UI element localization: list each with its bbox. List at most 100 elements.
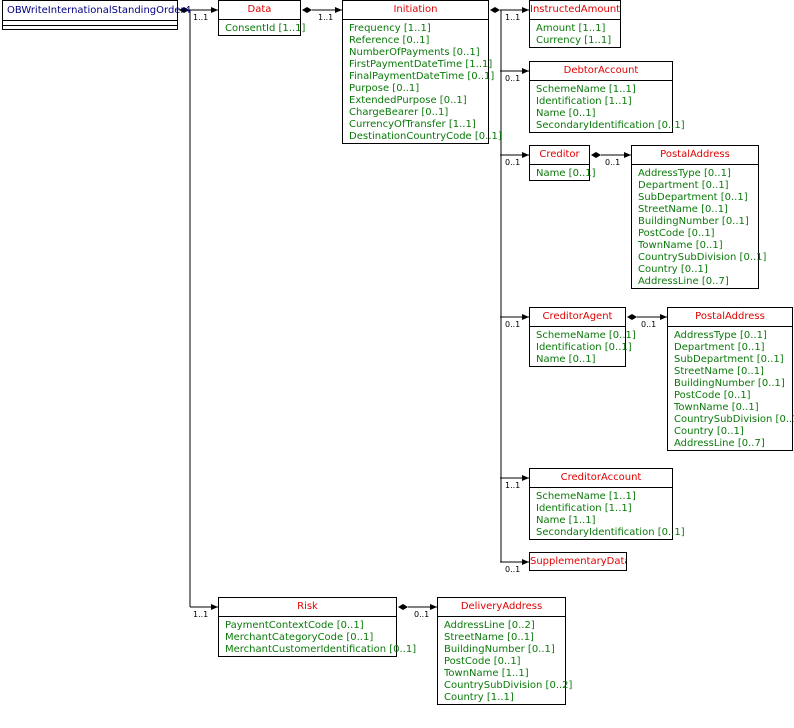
attribute-row: StreetName [0..1] — [444, 632, 534, 643]
initiation-class-title: Initiation — [343, 1, 488, 20]
attribute-row: ChargeBearer [0..1] — [349, 107, 449, 118]
attribute-row: SchemeName [1..1] — [536, 84, 636, 95]
attribute-row: SubDepartment [0..1] — [674, 354, 784, 365]
multiplicity-label: 1..1 — [318, 13, 334, 22]
arrow-head — [430, 604, 437, 610]
arrow-head — [522, 68, 529, 74]
root-attribute-divider — [3, 21, 177, 26]
attribute-row: ExtendedPurpose [0..1] — [349, 95, 467, 106]
risk-class-title: Risk — [219, 598, 396, 617]
multiplicity-label: 1..1 — [193, 13, 209, 22]
arrow-head — [211, 604, 218, 610]
data-class-title: Data — [219, 1, 300, 20]
multiplicity-label: 0..1 — [641, 320, 657, 329]
agent-postal-class-title: PostalAddress — [668, 308, 792, 327]
supplementary-class-box[interactable]: SupplementaryData — [529, 552, 627, 571]
attribute-row: AddressLine [0..2] — [444, 620, 535, 631]
arrow-head — [522, 7, 529, 13]
attribute-row: SchemeName [1..1] — [536, 491, 636, 502]
attribute-row: AddressLine [0..7] — [638, 276, 729, 287]
attribute-row: CurrencyOfTransfer [1..1] — [349, 119, 476, 130]
attribute-row: SubDepartment [0..1] — [638, 192, 748, 203]
attribute-row: Name [0..1] — [536, 354, 596, 365]
multiplicity-label: 0..1 — [505, 74, 521, 83]
attribute-row: BuildingNumber [0..1] — [674, 378, 785, 389]
arrow-head — [335, 7, 342, 13]
arrow-head — [211, 7, 218, 13]
attribute-row: Name [1..1] — [536, 515, 596, 526]
attribute-row: PaymentContextCode [0..1] — [225, 620, 364, 631]
attribute-row: TownName [1..1] — [444, 668, 529, 679]
multiplicity-label: 0..1 — [505, 565, 521, 574]
attribute-row: Country [1..1] — [444, 692, 514, 703]
composition-diamond — [179, 7, 189, 13]
attribute-row: BuildingNumber [0..1] — [444, 644, 555, 655]
multiplicity-label: 1..1 — [193, 610, 209, 619]
attribute-row: CountrySubDivision [0..2] — [444, 680, 573, 691]
attribute-row: AddressLine [0..7] — [674, 438, 765, 449]
attribute-row: FinalPaymentDateTime [0..1] — [349, 71, 495, 82]
attribute-row: Amount [1..1] — [536, 23, 606, 34]
attribute-row: Name [0..1] — [536, 168, 596, 179]
attribute-row: Identification [0..1] — [536, 342, 632, 353]
attribute-row: Department [0..1] — [674, 342, 765, 353]
attribute-row: CountrySubDivision [0..1] — [674, 414, 794, 425]
attribute-row: SecondaryIdentification [0..1] — [536, 120, 685, 131]
attribute-row: Frequency [1..1] — [349, 23, 431, 34]
instructed-amount-class-title: InstructedAmount — [530, 1, 620, 20]
attribute-row: Identification [1..1] — [536, 503, 632, 514]
arrow-head — [660, 314, 667, 320]
attribute-row: MerchantCustomerIdentification [0..1] — [225, 644, 417, 655]
root-class-name: OBWriteInternationalStandingOrder4 — [3, 1, 191, 21]
attribute-row: MerchantCategoryCode [0..1] — [225, 632, 374, 643]
composition-diamond — [398, 604, 408, 610]
attribute-row: Identification [1..1] — [536, 96, 632, 107]
attribute-row: PostCode [0..1] — [638, 228, 715, 239]
attribute-row: BuildingNumber [0..1] — [638, 216, 749, 227]
creditor-agent-class-title: CreditorAgent — [530, 308, 625, 327]
attribute-row: StreetName [0..1] — [674, 366, 764, 377]
attribute-row: PostCode [0..1] — [444, 656, 521, 667]
attribute-row: TownName [0..1] — [638, 240, 723, 251]
attribute-row: PostCode [0..1] — [674, 390, 751, 401]
multiplicity-label: 0..1 — [505, 158, 521, 167]
creditor-postal-class-title: PostalAddress — [632, 146, 758, 165]
root-class-box[interactable]: OBWriteInternationalStandingOrder4 — [2, 0, 191, 30]
attribute-row: Country [0..1] — [638, 264, 708, 275]
creditor-account-class-title: CreditorAccount — [530, 469, 672, 488]
composition-diamond — [591, 152, 601, 158]
multiplicity-label: 0..1 — [505, 320, 521, 329]
arrow-head — [522, 152, 529, 158]
multiplicity-label: 0..1 — [414, 610, 430, 619]
attribute-row: Department [0..1] — [638, 180, 729, 191]
attribute-row: DestinationCountryCode [0..1] — [349, 131, 502, 142]
attribute-row: StreetName [0..1] — [638, 204, 728, 215]
attribute-row: NumberOfPayments [0..1] — [349, 47, 480, 58]
attribute-row: ConsentId [1..1] — [225, 23, 306, 34]
attribute-row: AddressType [0..1] — [638, 168, 731, 179]
delivery-address-class-title: DeliveryAddress — [438, 598, 565, 617]
composition-diamond — [490, 7, 500, 13]
composition-diamond — [627, 314, 637, 320]
attribute-row: Country [0..1] — [674, 426, 744, 437]
debtor-account-class-title: DebtorAccount — [530, 62, 672, 81]
arrow-head — [522, 314, 529, 320]
multiplicity-label: 1..1 — [505, 13, 521, 22]
supplementary-class-title: SupplementaryData — [530, 556, 626, 567]
arrow-head — [522, 559, 529, 565]
attribute-row: SecondaryIdentification [0..1] — [536, 527, 685, 538]
composition-diamond — [302, 7, 312, 13]
attribute-row: AddressType [0..1] — [674, 330, 767, 341]
